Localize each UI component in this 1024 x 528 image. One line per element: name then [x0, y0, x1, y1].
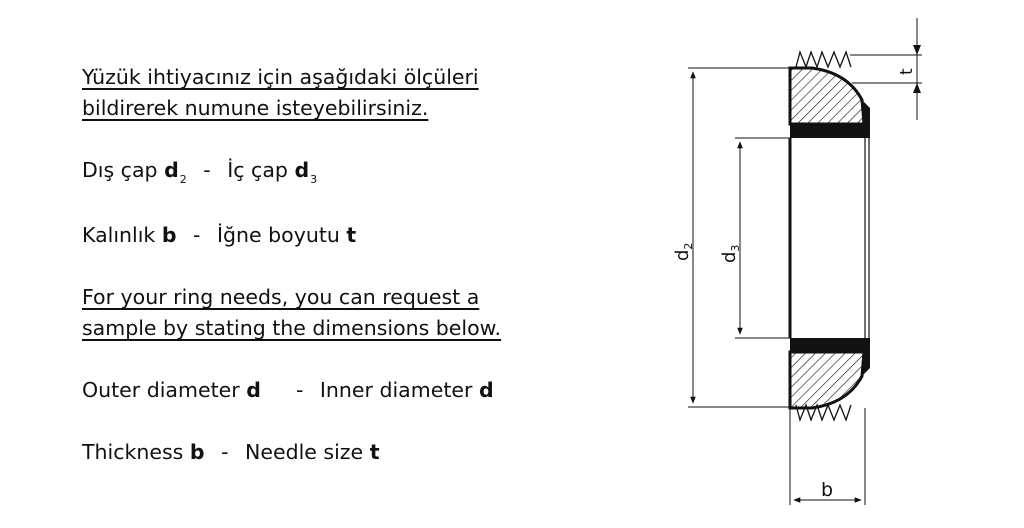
turkish-inner-diameter-subscript: 3 — [310, 173, 318, 186]
turkish-thickness-line: Kalınlık b - İğne boyutu t — [82, 220, 642, 251]
bottom-section-hatched — [788, 350, 866, 410]
english-thickness-label: Thickness — [82, 440, 184, 464]
turkish-outer-diameter-subscript: 2 — [179, 173, 187, 186]
top-backing-strip — [790, 124, 870, 138]
english-needle-symbol: t — [369, 440, 380, 464]
bottom-step — [862, 352, 870, 376]
instructions-text: Yüzük ihtiyacınız için aşağıdaki ölçüler… — [82, 62, 642, 468]
english-request-line-1: For your ring needs, you can request a — [82, 285, 480, 309]
turkish-inner-diameter-symbol: d — [294, 158, 310, 182]
english-outer-diameter-label: Outer diameter — [82, 378, 240, 402]
english-thickness-separator: - — [221, 440, 229, 464]
english-inner-diameter-symbol: d — [478, 378, 494, 402]
turkish-thickness-separator: - — [193, 223, 201, 247]
d3-label: d3 — [719, 245, 742, 263]
turkish-diameter-line: Dış çap d2 - İç çap d3 — [82, 155, 642, 189]
turkish-inner-diameter-label: İç çap — [227, 158, 288, 182]
turkish-thickness-symbol: b — [161, 223, 177, 247]
bottom-needle-zigzag — [795, 403, 852, 423]
t-label: t — [897, 68, 917, 75]
top-step — [862, 100, 870, 124]
t-arrow-bottom — [913, 83, 921, 93]
turkish-request-line-2: bildirerek numune isteyebilirsiniz. — [82, 96, 429, 120]
english-diameter-separator: - — [295, 378, 304, 402]
top-needle-zigzag — [795, 49, 852, 69]
b-label: b — [821, 479, 833, 501]
t-arrow-top — [913, 45, 921, 55]
turkish-outer-diameter-label: Dış çap — [82, 158, 158, 182]
top-section-hatched — [788, 66, 866, 126]
turkish-request-line-1: Yüzük ihtiyacınız için aşağıdaki ölçüler… — [82, 65, 479, 89]
turkish-needle-label: İğne boyutu — [216, 223, 340, 247]
english-diameter-line: Outer diameter d - Inner diameter d — [82, 375, 642, 406]
english-needle-label: Needle size — [245, 440, 364, 464]
turkish-needle-symbol: t — [346, 223, 357, 247]
english-thickness-symbol: b — [189, 440, 205, 464]
turkish-outer-diameter-symbol: d — [164, 158, 179, 182]
english-inner-diameter-label: Inner diameter — [319, 378, 473, 402]
english-outer-diameter-symbol: d — [246, 378, 261, 402]
english-request-line-2: sample by stating the dimensions below. — [82, 316, 502, 340]
turkish-diameter-separator: - — [203, 158, 211, 182]
english-thickness-line: Thickness b - Needle size t — [82, 437, 642, 468]
turkish-thickness-label: Kalınlık — [82, 223, 156, 247]
bottom-backing-strip — [790, 338, 870, 352]
d2-label: d2 — [672, 243, 695, 261]
